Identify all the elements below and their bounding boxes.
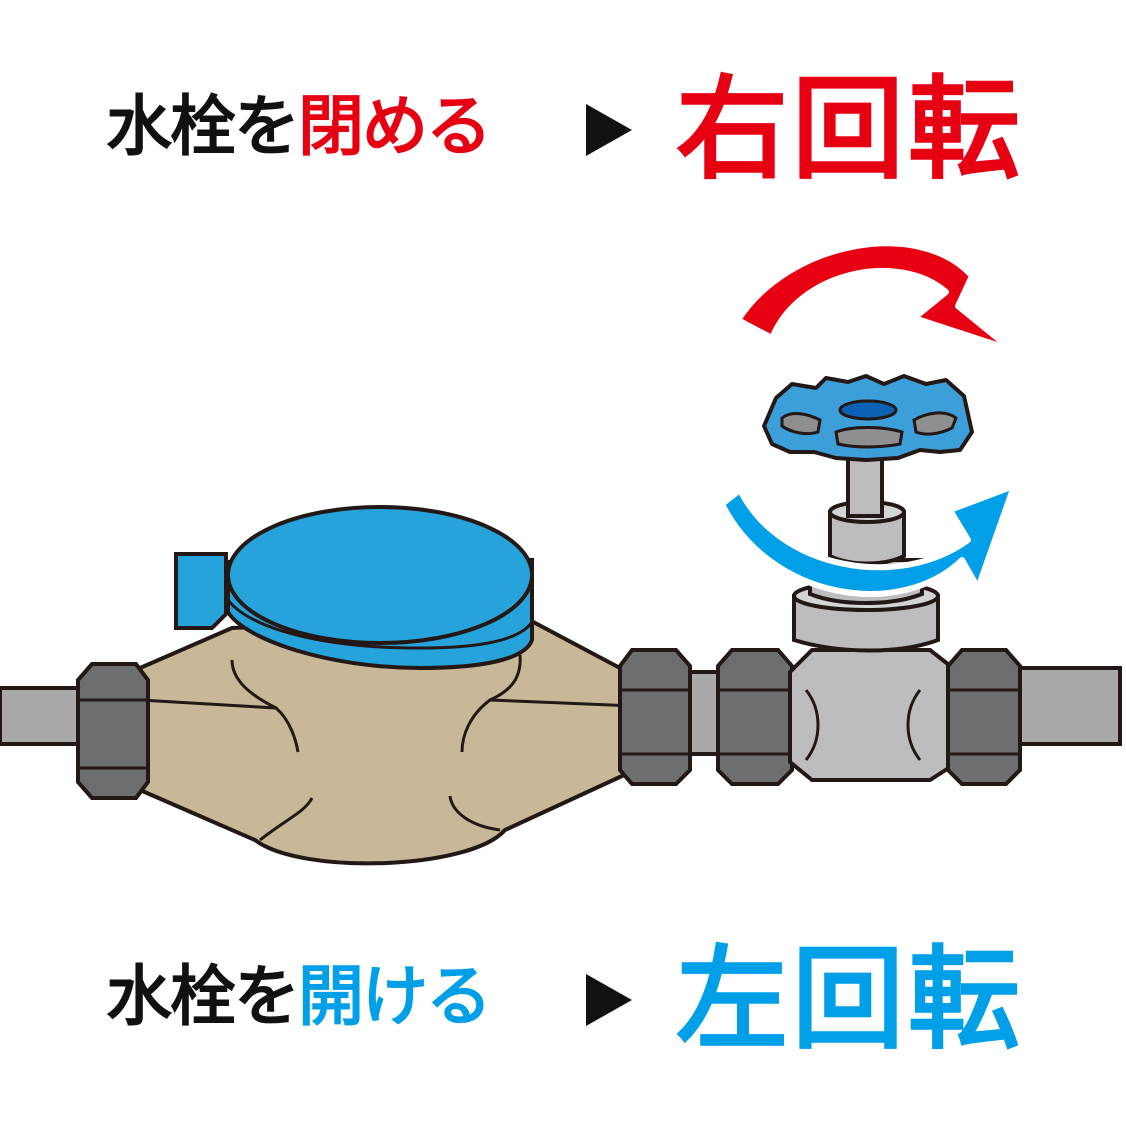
black-right-triangle-icon [586,974,632,1026]
open-prefix: 水栓を [106,958,300,1035]
valve-handle-wheel [762,374,974,462]
close-verb: 閉める [298,88,492,165]
water-meter-body [138,614,637,866]
open-instruction: 水栓を開ける 左回転 [0,930,1126,1080]
black-right-triangle-icon [586,104,632,156]
close-direction: 右回転 [676,65,1024,195]
open-direction: 左回転 [676,935,1024,1065]
water-meter-lid [174,505,534,671]
valve-left-hex-nut [716,648,794,786]
clockwise-arrow-icon [735,240,1015,353]
valve-right-hex-nut [946,648,1022,786]
valve-stem [846,454,884,518]
stop-valve-body [788,648,960,782]
close-prefix: 水栓を [106,88,300,165]
meter-right-hex-nut [618,648,692,786]
open-verb: 開ける [298,958,492,1035]
open-phrase: 水栓を開ける [106,964,492,1030]
close-phrase: 水栓を閉める [106,94,492,160]
close-instruction: 水栓を閉める 右回転 [0,60,1126,210]
counterclockwise-arrow-icon [719,483,1017,597]
left-hex-nut [76,662,150,800]
